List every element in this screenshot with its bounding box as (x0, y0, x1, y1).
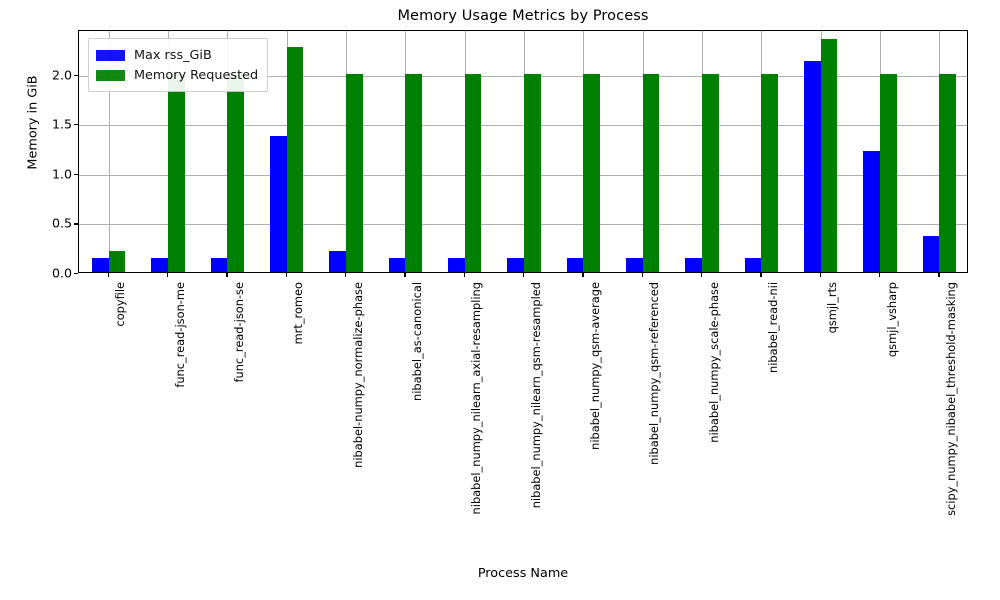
bar-memory-requested (583, 73, 600, 272)
x-tick-label: func_read-json-se (231, 282, 246, 383)
y-gridline (79, 75, 967, 77)
y-tick-mark (74, 273, 78, 275)
x-tick-mark (463, 273, 465, 277)
chart-legend: Max rss_GiB Memory Requested (88, 38, 269, 92)
y-gridline (79, 224, 967, 226)
x-tick-label: mrt_romeo (291, 282, 306, 345)
y-tick-label: 1.5 (51, 116, 72, 132)
bar-memory-requested (642, 73, 660, 272)
y-axis-tick-labels: 0.0 0.5 1.0 1.5 2.0 (22, 30, 72, 280)
x-tick-mark (523, 273, 525, 277)
x-tick-label: nibabel-numpy_normalize-phase (350, 282, 365, 468)
y-gridline (79, 125, 967, 127)
bar-max-rss (270, 136, 287, 272)
bar-max-rss (92, 257, 109, 272)
x-tick-label: func_read-json-me (172, 282, 187, 388)
x-tick-mark (404, 273, 406, 277)
legend-item: Max rss_GiB (96, 45, 258, 65)
bar-max-rss (329, 251, 346, 272)
x-tick-label: nibabel_numpy_nilearn_axial-resampling (469, 282, 484, 515)
x-tick-mark (345, 273, 347, 277)
x-tick-mark (167, 273, 169, 277)
legend-swatch-max-rss (96, 49, 125, 61)
y-tick-mark (74, 74, 78, 76)
x-tick-mark (760, 273, 762, 277)
x-tick-label: nibabel_numpy_nilearn_qsm-resampled (528, 282, 543, 509)
plot-area (78, 30, 968, 273)
bar-max-rss (804, 60, 821, 272)
x-tick-mark (582, 273, 584, 277)
x-tick-mark (879, 273, 881, 277)
bar-memory-requested (346, 73, 363, 272)
x-tick-mark (285, 273, 287, 277)
x-tick-label: nibabel_read-nii (765, 282, 780, 374)
x-tick-mark (226, 273, 228, 277)
bar-max-rss (388, 257, 406, 272)
x-tick-mark (107, 273, 109, 277)
legend-label: Max rss_GiB (134, 47, 212, 63)
y-tick-mark (74, 173, 78, 175)
bar-memory-requested (939, 73, 956, 272)
bar-memory-requested (286, 46, 304, 272)
y-tick-label: 2.0 (51, 67, 72, 83)
bar-max-rss (626, 257, 643, 272)
bar-max-rss (151, 257, 168, 272)
x-tick-label: nibabel_as-canonical (409, 282, 424, 401)
y-tick-mark (74, 124, 78, 126)
y-tick-label: 0.5 (51, 215, 72, 231)
x-tick-label: qsmjl_vsharp (884, 282, 899, 358)
bar-memory-requested (820, 38, 838, 272)
bar-max-rss (863, 151, 880, 272)
chart-title: Memory Usage Metrics by Process (397, 8, 649, 24)
bar-memory-requested (761, 73, 778, 272)
bar-max-rss (744, 257, 762, 272)
x-tick-mark (938, 273, 940, 277)
x-gridline (108, 31, 110, 272)
x-tick-label: scipy_numpy_nibabel_threshold-masking (943, 282, 958, 516)
bar-max-rss (685, 257, 702, 272)
bar-memory-requested (880, 73, 897, 272)
legend-swatch-memory-requested (96, 69, 125, 81)
x-axis-label: Process Name (477, 566, 569, 581)
bar-max-rss (922, 236, 940, 272)
bar-memory-requested (405, 73, 422, 272)
y-tick-mark (74, 223, 78, 225)
bar-memory-requested (108, 251, 126, 272)
bar-memory-requested (702, 73, 719, 272)
x-tick-label: qsmjl_rts (825, 282, 840, 334)
y-gridline (79, 174, 967, 176)
x-tick-mark (701, 273, 703, 277)
bar-memory-requested (227, 73, 244, 272)
bar-memory-requested (464, 73, 482, 272)
x-tick-mark (641, 273, 643, 277)
x-tick-label: nibabel_numpy_qsm-average (587, 282, 602, 450)
x-tick-label: nibabel_numpy_qsm-referenced (647, 282, 662, 465)
bar-max-rss (566, 257, 584, 272)
bar-max-rss (448, 257, 465, 272)
bar-memory-requested (168, 73, 185, 272)
y-tick-label: 1.0 (51, 166, 72, 182)
legend-item: Memory Requested (96, 65, 258, 85)
bar-max-rss (507, 257, 524, 272)
bar-memory-requested (524, 73, 541, 272)
x-tick-mark (819, 273, 821, 277)
bar-max-rss (210, 257, 228, 272)
legend-label: Memory Requested (134, 67, 259, 83)
y-tick-label: 0.0 (51, 265, 72, 281)
x-tick-label: nibabel_numpy_scale-phase (706, 282, 721, 443)
x-tick-label: copyfile (113, 282, 128, 327)
